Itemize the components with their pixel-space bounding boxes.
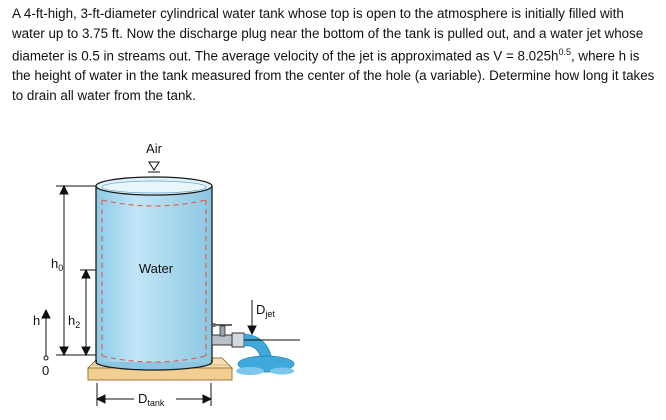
zero-label: 0	[42, 363, 49, 378]
water-jet	[236, 333, 295, 375]
djet-dimension	[247, 300, 257, 336]
outlet-valve	[211, 323, 245, 348]
h-label: h	[33, 313, 40, 328]
dtank-label: Dtank	[138, 391, 165, 408]
h0-dimension	[56, 184, 96, 357]
h-axis	[41, 308, 51, 358]
h0-label: h0	[51, 256, 63, 273]
free-surface-triangle	[148, 161, 160, 171]
djet-label: Djet	[256, 302, 275, 319]
velocity-exponent: 0.5	[558, 47, 571, 58]
h2-dimension	[80, 268, 96, 357]
water-label: Water	[139, 261, 174, 276]
problem-statement: A 4-ft-high, 3-ft-diameter cylindrical w…	[12, 4, 660, 105]
water-outline-dashed	[101, 199, 207, 363]
h2-label: h2	[68, 313, 80, 330]
problem-text-part1: A 4-ft-high, 3-ft-diameter cylindrical w…	[12, 6, 644, 64]
datum-point	[43, 355, 49, 361]
tank-body	[95, 176, 213, 371]
air-label: Air	[146, 141, 163, 156]
dtank-dimension	[95, 383, 213, 406]
problem-text-part2: , where h is the height of water in the …	[12, 48, 655, 103]
